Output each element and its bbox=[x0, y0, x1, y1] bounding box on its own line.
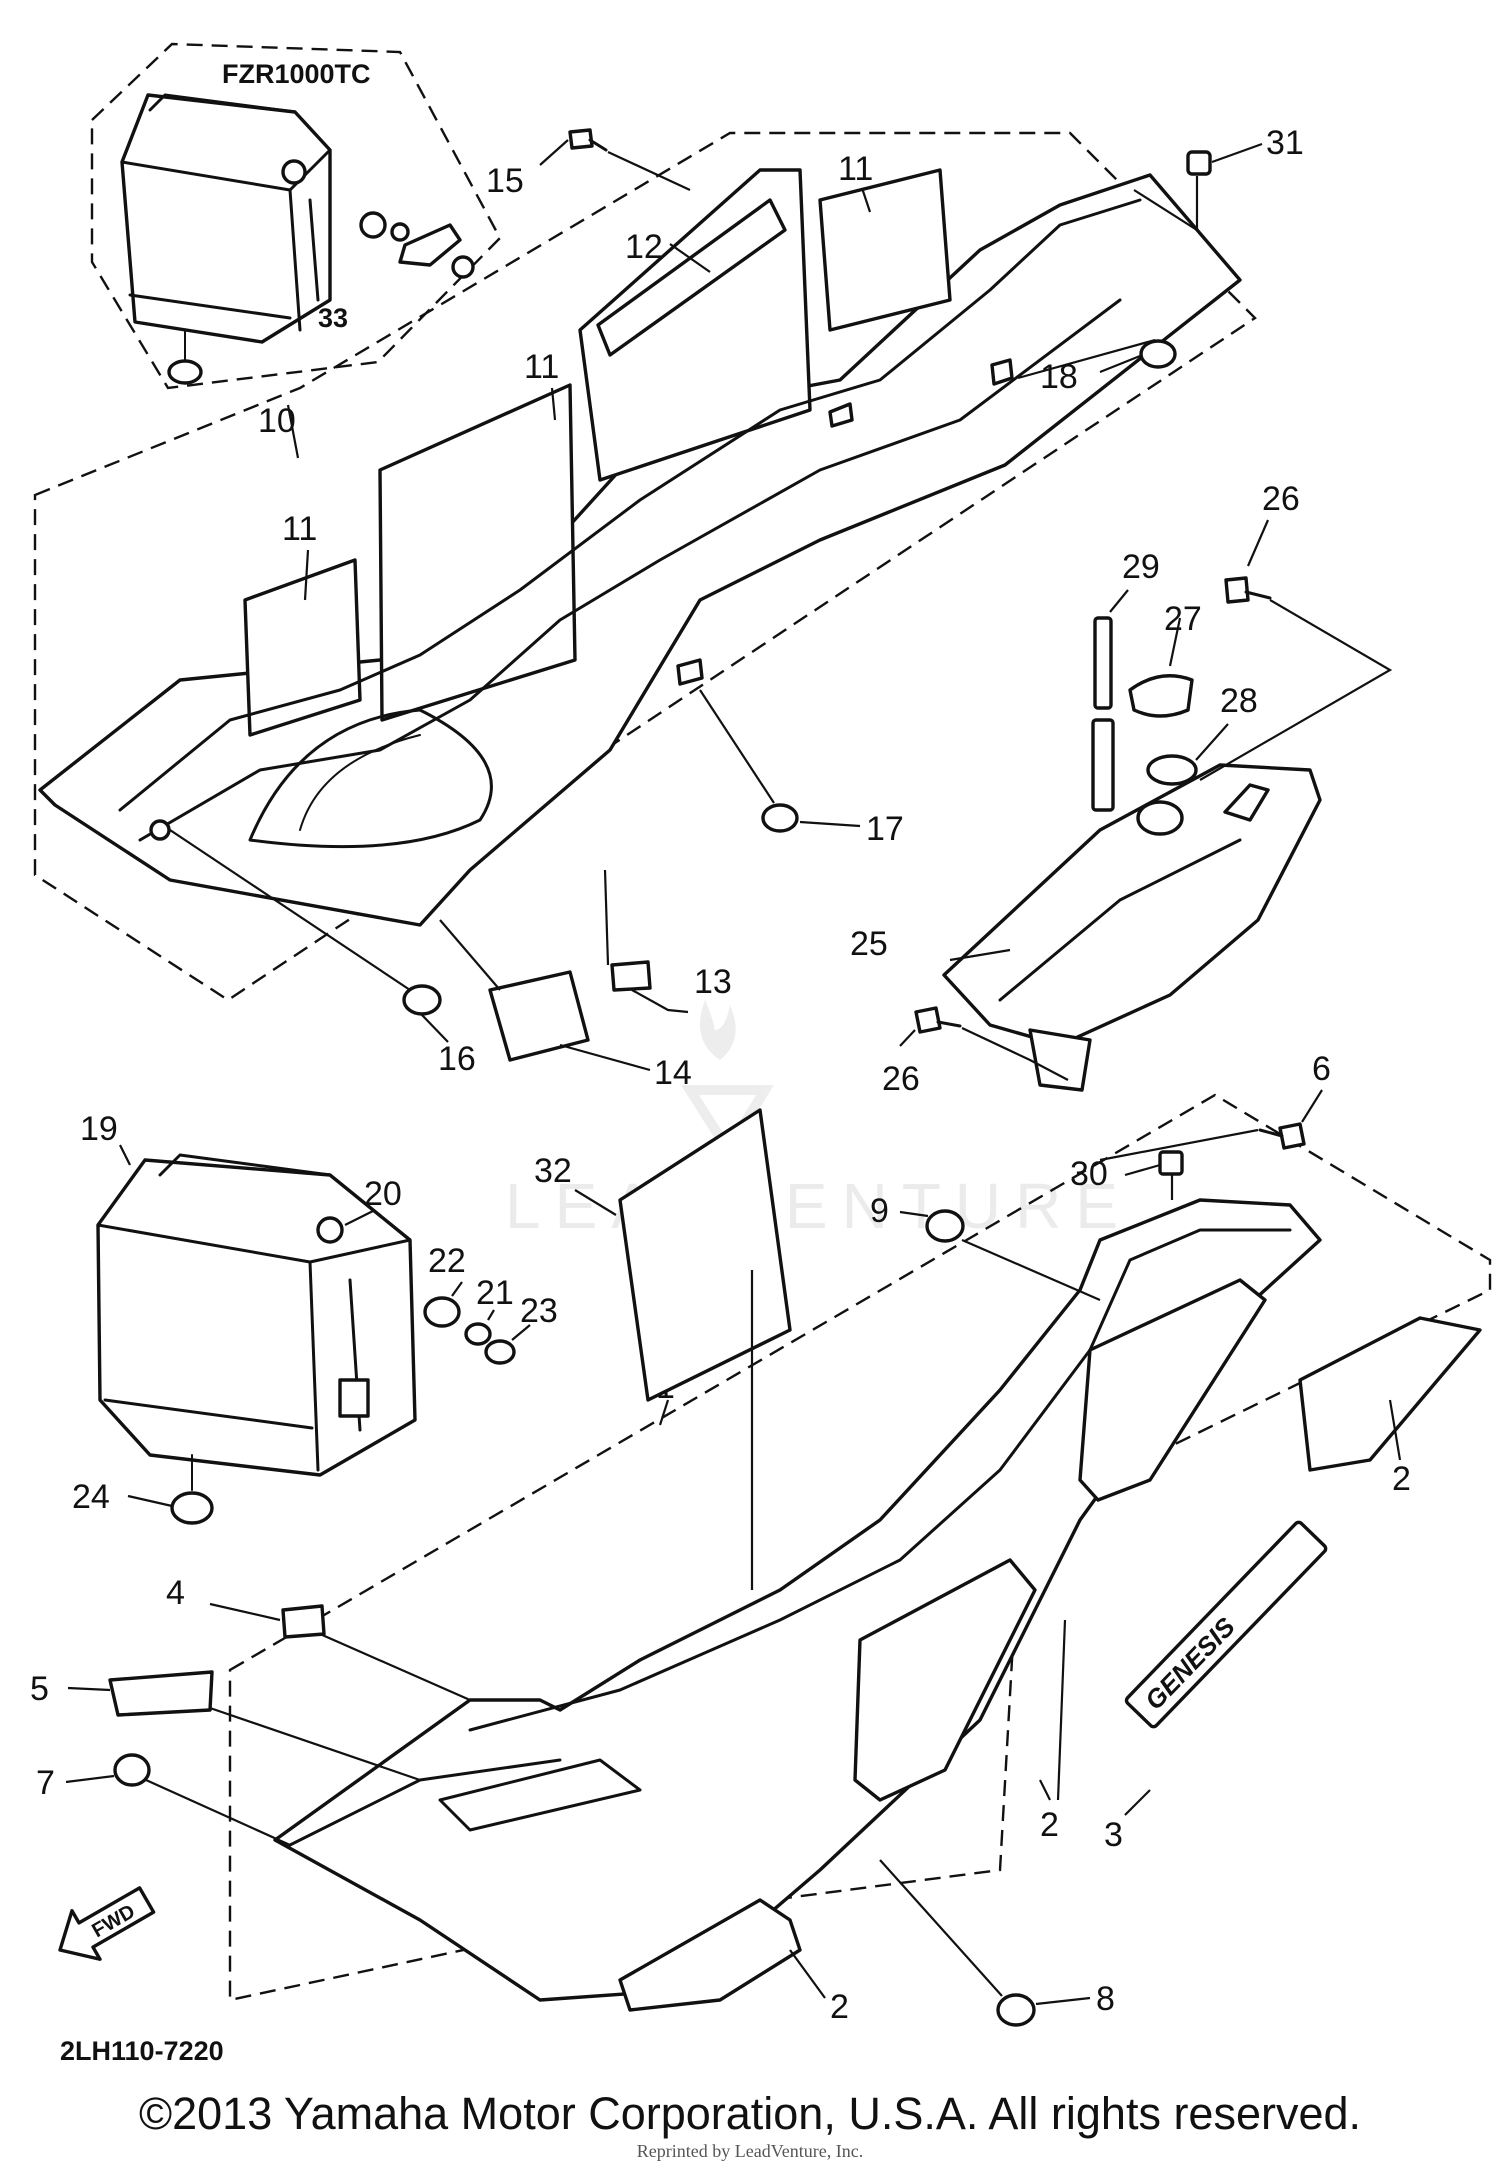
callout-12: 12 bbox=[625, 228, 663, 266]
callout-7: 7 bbox=[36, 1764, 55, 1802]
battery-box-group: 19 20 22 21 23 24 bbox=[72, 1110, 558, 1525]
seal-strip-12 bbox=[596, 198, 787, 357]
callout-11c: 11 bbox=[838, 150, 873, 188]
copyright-notice: ©2013 Yamaha Motor Corporation, U.S.A. A… bbox=[138, 2088, 1362, 2139]
upper-cowl-group: 10 31 15 12 11 11 11 bbox=[33, 124, 1304, 1092]
fwd-arrow-icon: FWD bbox=[58, 1886, 156, 1961]
inset-battery-box bbox=[120, 93, 332, 385]
callout-30: 30 bbox=[1070, 1155, 1108, 1193]
svg-text:GENESIS: GENESIS bbox=[1139, 1611, 1241, 1715]
watermark: LEADVENTURE bbox=[505, 1000, 1132, 1242]
callout-16: 16 bbox=[438, 1040, 476, 1078]
callout-29: 29 bbox=[1122, 548, 1160, 586]
callout-11b: 11 bbox=[524, 348, 559, 386]
inset-fzr1000tc: FZR1000TC 33 bbox=[90, 42, 502, 390]
callout-24: 24 bbox=[72, 1478, 110, 1516]
callout-9: 9 bbox=[870, 1192, 889, 1230]
inset-bracket-part-33 bbox=[281, 159, 475, 279]
callout-10: 10 bbox=[258, 402, 296, 440]
genesis-decal-3: GENESIS bbox=[1124, 1520, 1328, 1729]
inner-panel-left bbox=[378, 383, 577, 722]
callout-11a: 11 bbox=[282, 510, 317, 548]
lower-cowl-group: 1 32 GENESIS 3 2 2 2 bbox=[30, 1050, 1492, 2027]
callout-2c: 2 bbox=[830, 1988, 849, 2026]
callout-19: 19 bbox=[80, 1110, 118, 1148]
callout-15: 15 bbox=[486, 162, 524, 200]
tank-25 bbox=[942, 763, 1322, 1047]
callout-33: 33 bbox=[318, 303, 348, 333]
model-label: FZR1000TC bbox=[222, 59, 371, 89]
reprint-note: Reprinted by LeadVenture, Inc. bbox=[636, 2141, 864, 2161]
callout-17: 17 bbox=[866, 810, 904, 848]
callout-6: 6 bbox=[1312, 1050, 1331, 1088]
plate-32 bbox=[618, 1108, 792, 1402]
callout-22: 22 bbox=[428, 1242, 466, 1280]
callout-20: 20 bbox=[364, 1175, 402, 1213]
callout-28: 28 bbox=[1220, 682, 1258, 720]
callout-23: 23 bbox=[520, 1292, 558, 1330]
callout-32: 32 bbox=[534, 1152, 572, 1190]
callout-8: 8 bbox=[1096, 1980, 1115, 2018]
watermark-text: LEADVENTURE bbox=[505, 1170, 1132, 1242]
callout-27: 27 bbox=[1164, 600, 1202, 638]
callout-26a: 26 bbox=[1262, 480, 1300, 518]
callout-4: 4 bbox=[166, 1574, 185, 1612]
callout-18: 18 bbox=[1040, 358, 1078, 396]
seal-plate-11 bbox=[818, 168, 952, 332]
tank-assembly: 29 27 28 26 26 25 bbox=[850, 480, 1393, 1098]
callout-5: 5 bbox=[30, 1670, 49, 1708]
callout-2b: 2 bbox=[1040, 1806, 1059, 1844]
callout-31: 31 bbox=[1266, 124, 1304, 162]
callout-13: 13 bbox=[694, 963, 732, 1001]
callout-26b: 26 bbox=[882, 1060, 920, 1098]
callout-2a: 2 bbox=[1392, 1460, 1411, 1498]
callout-14: 14 bbox=[654, 1054, 692, 1092]
callout-21: 21 bbox=[476, 1274, 514, 1312]
callout-3: 3 bbox=[1104, 1816, 1123, 1854]
diagram-code: 2LH110-7220 bbox=[60, 2036, 224, 2066]
callout-25: 25 bbox=[850, 925, 888, 963]
